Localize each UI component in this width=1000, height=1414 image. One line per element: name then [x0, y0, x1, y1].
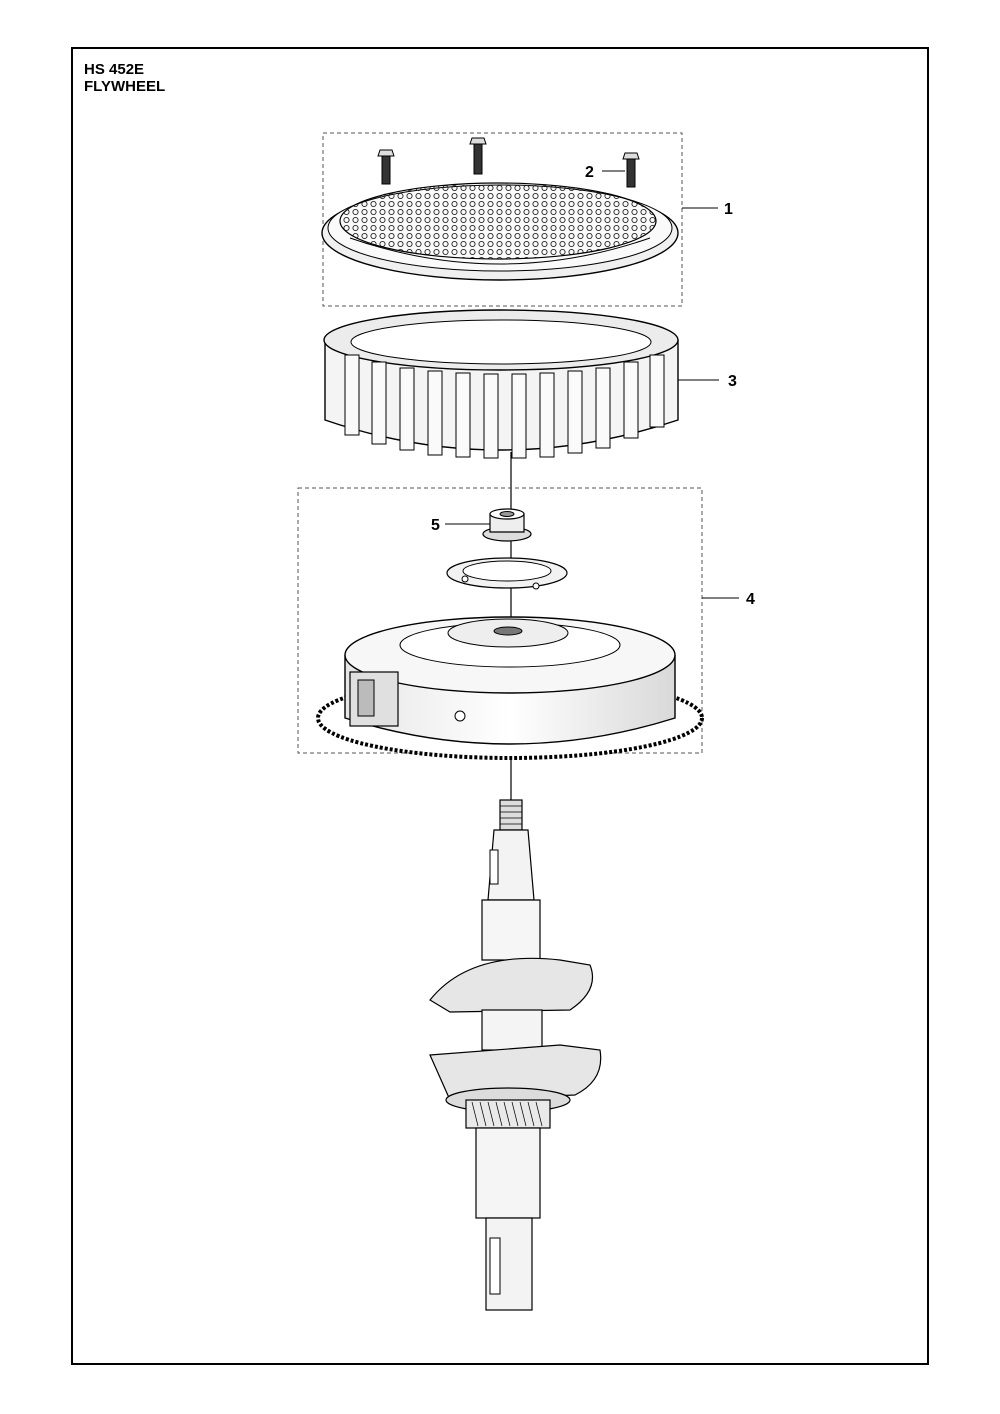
crankshaft	[429, 799, 602, 1311]
callout-2: 2	[585, 164, 594, 181]
bolt-center	[469, 137, 487, 175]
flywheel	[316, 616, 704, 760]
section-name: FLYWHEEL	[84, 78, 166, 95]
bolt-left	[377, 149, 395, 185]
bolt-right	[622, 152, 640, 188]
screen-bolts	[377, 137, 640, 188]
callout-5: 5	[431, 517, 440, 534]
flywheel-nut	[482, 508, 532, 542]
cooling-fan	[323, 309, 679, 459]
title-block: HS 452E FLYWHEEL	[84, 61, 165, 95]
callout-4: 4	[746, 591, 755, 608]
model-name: HS 452E	[84, 61, 145, 78]
callout-labels: 1 2 3 4 5	[431, 164, 755, 608]
callout-3: 3	[728, 373, 737, 390]
flywheel-screen-guard	[321, 182, 679, 281]
drawing-frame	[71, 47, 929, 1365]
starter-cup-washer	[446, 557, 568, 590]
leader-lines	[445, 170, 739, 599]
callout-1: 1	[724, 201, 733, 218]
